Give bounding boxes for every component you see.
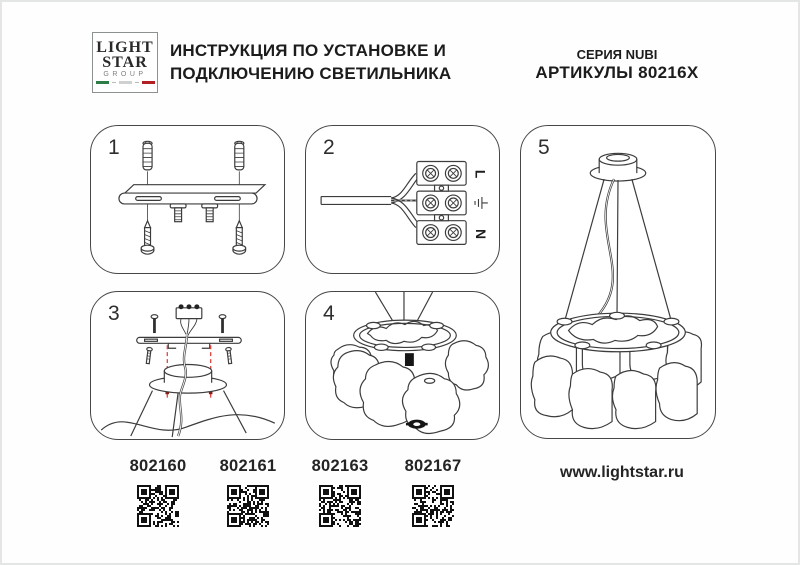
shade-assembly-illustration xyxy=(330,292,489,435)
shade-lobe-icon xyxy=(332,350,419,428)
italian-flag-icon xyxy=(93,81,157,84)
step-5-number: 5 xyxy=(538,136,550,159)
power-cord-icon xyxy=(591,178,616,323)
step-2-panel: 2 xyxy=(305,125,500,274)
bracket-mounting-illustration xyxy=(118,140,267,255)
lock-nut-icon xyxy=(405,419,428,429)
article-code: 802163 xyxy=(311,457,369,475)
shade-lobe-icon xyxy=(530,355,698,430)
step-3-panel: 3 xyxy=(90,291,285,440)
terminal-label-live: L xyxy=(472,169,489,179)
qr-code xyxy=(317,483,363,529)
cloud-top-contour xyxy=(366,320,439,345)
power-cord-icon xyxy=(177,335,189,437)
screw-icon xyxy=(145,346,153,365)
qr-code xyxy=(225,483,271,529)
mounting-bracket-icon xyxy=(118,184,267,205)
ceiling-canopy-icon xyxy=(589,152,647,182)
article-code: 802160 xyxy=(129,457,187,475)
logo-text-light: LIGHT xyxy=(96,39,154,56)
terminal-label-neutral: N xyxy=(473,228,490,240)
title-line-1: ИНСТРУКЦИЯ ПО УСТАНОВКЕ И xyxy=(170,41,446,60)
logo-text-star: STAR xyxy=(102,54,148,71)
step-4-number: 4 xyxy=(323,302,335,325)
detached-shade-lobe-icon xyxy=(401,372,461,435)
wall-plug-icon xyxy=(142,140,153,171)
article-802167: 802167 xyxy=(387,457,479,529)
assembled-lamp-illustration xyxy=(530,152,703,430)
wall-plug-icon xyxy=(234,140,245,171)
screw-icon xyxy=(218,314,227,334)
screw-icon xyxy=(225,346,233,365)
article-802160: 802160 xyxy=(112,457,204,529)
website-url: www.lightstar.ru xyxy=(560,464,684,481)
suspension-cables xyxy=(374,292,434,322)
ceiling-canopy-icon xyxy=(130,363,247,438)
article-802163: 802163 xyxy=(294,457,386,529)
title-line-2: ПОДКЛЮЧЕНИЮ СВЕТИЛЬНИКА xyxy=(170,64,452,83)
series-label: СЕРИЯ NUBI xyxy=(576,47,658,62)
suspension-ring-icon xyxy=(353,319,457,352)
suspension-ring-icon xyxy=(550,311,686,353)
threaded-stud-icon xyxy=(169,203,187,223)
threaded-stud-icon xyxy=(201,203,219,223)
step-2-number: 2 xyxy=(323,136,335,159)
terminal-wiring-illustration xyxy=(320,160,488,245)
step-4-panel: 4 xyxy=(305,291,500,440)
screw-icon xyxy=(140,219,155,255)
terminal-screw-icon xyxy=(422,164,462,242)
screw-icon xyxy=(232,219,247,255)
suspension-cables xyxy=(563,178,673,322)
step-5-panel: 5 xyxy=(520,125,716,439)
earth-ground-icon xyxy=(474,197,488,209)
logo-text-group: GROUP xyxy=(103,71,147,78)
qr-code xyxy=(135,483,181,529)
lightstar-logo: LIGHT STAR GROUP xyxy=(92,32,158,93)
canopy-installation-illustration xyxy=(100,304,276,438)
power-cable-icon xyxy=(320,172,419,229)
article-802161: 802161 xyxy=(202,457,294,529)
shade-top-contour xyxy=(100,414,276,431)
cloud-top-contour xyxy=(567,315,659,344)
step-1-number: 1 xyxy=(108,136,120,159)
article-code: 802167 xyxy=(404,457,462,475)
terminal-block-icon xyxy=(416,160,467,245)
alignment-dot xyxy=(208,390,213,395)
step-3-number: 3 xyxy=(108,302,120,325)
alignment-dot xyxy=(165,390,170,395)
page-title: ИНСТРУКЦИЯ ПО УСТАНОВКЕ И ПОДКЛЮЧЕНИЮ СВ… xyxy=(170,39,470,85)
qr-code xyxy=(410,483,456,529)
screw-icon xyxy=(150,314,159,334)
terminal-block-icon xyxy=(175,304,203,336)
article-code: 802161 xyxy=(219,457,277,475)
threaded-stud-icon xyxy=(404,353,414,366)
mounting-bracket-icon xyxy=(136,336,242,349)
articles-label: АРТИКУЛЫ 80216X xyxy=(535,63,699,82)
step-1-panel: 1 xyxy=(90,125,285,274)
